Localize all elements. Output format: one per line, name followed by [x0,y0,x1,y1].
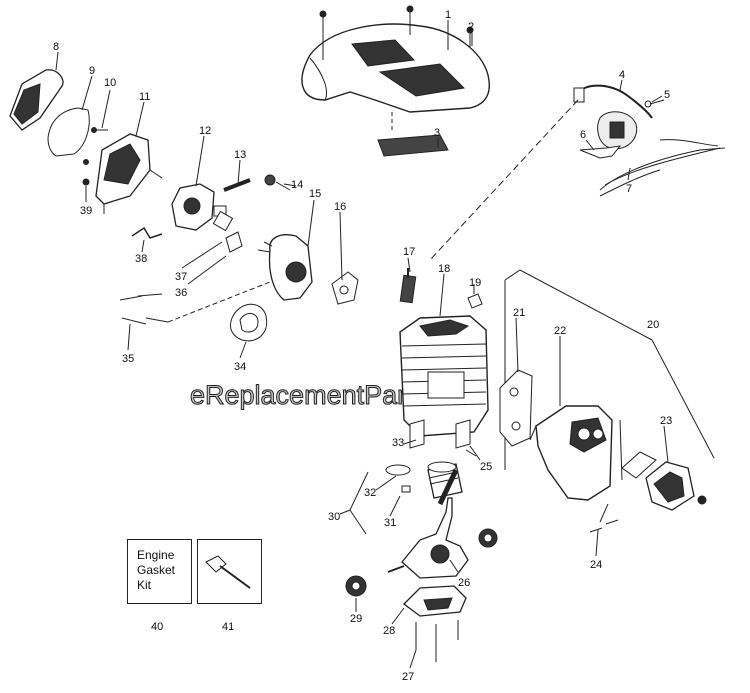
callout-4: 4 [619,69,625,81]
callout-15: 15 [309,188,321,200]
callout-35: 35 [122,353,134,365]
tool-icon [205,555,251,589]
callout-40: 40 [151,621,163,633]
callout-3: 3 [434,127,440,139]
callout-27: 27 [402,671,414,683]
callout-14: 14 [291,179,303,191]
callout-38: 38 [135,253,147,265]
carburetor-box [95,133,163,214]
kit-label-line-2: Gasket [137,563,176,577]
crankshaft [387,468,469,579]
callout-37: 37 [175,271,187,283]
callout-23: 23 [660,415,672,427]
callout-39: 39 [80,205,92,217]
callout-34: 34 [234,361,246,373]
callout-18: 18 [438,263,450,275]
engine-gasket-kit-box: Engine Gasket Kit [127,539,192,604]
callout-41: 41 [222,621,234,633]
air-filter-housing [9,69,64,131]
callout-10: 10 [104,77,116,89]
callout-32: 32 [364,487,376,499]
callout-12: 12 [199,125,211,137]
spark-screen [621,451,657,479]
filter-pad [377,134,449,157]
air-filter [47,107,90,157]
callout-16: 16 [334,201,346,213]
bolt-set [119,293,169,325]
callout-1: 1 [445,9,451,21]
callout-11: 11 [139,91,150,103]
callout-8: 8 [53,41,59,53]
callout-13: 13 [234,149,246,161]
callout-28: 28 [383,625,395,637]
part-callouts: 1 2 3 4 5 6 7 8 9 10 11 12 13 14 15 16 1… [53,9,672,683]
cylinder [399,315,489,437]
callout-7: 7 [626,183,632,195]
callout-6: 6 [580,129,586,141]
top-cover [301,5,490,113]
kit-label-line-1: Engine [137,548,175,562]
callout-36: 36 [175,287,187,299]
tool-box [197,539,262,604]
spark-plug [399,268,417,304]
callout-5: 5 [664,89,670,101]
callout-26: 26 [458,577,470,589]
callout-2: 2 [468,21,474,33]
callout-30: 30 [328,511,340,523]
callout-31: 31 [384,517,396,529]
intake-gasket [331,271,359,305]
intake-manifold [257,234,313,301]
callout-29: 29 [350,613,362,625]
callout-24: 24 [590,559,602,571]
callout-9: 9 [89,65,95,77]
ignition-assembly [573,84,726,197]
callout-17: 17 [403,246,415,258]
callout-21: 21 [513,307,525,319]
kit-label-line-3: Kit [137,578,152,592]
callout-19: 19 [469,277,481,289]
muffler [529,405,613,501]
callout-22: 22 [554,325,566,337]
carburetor [171,183,227,231]
callout-20: 20 [647,319,659,331]
engine-gasket-kit-label: Engine Gasket Kit [137,548,175,593]
callout-25: 25 [480,461,492,473]
callout-33: 33 [392,437,404,449]
